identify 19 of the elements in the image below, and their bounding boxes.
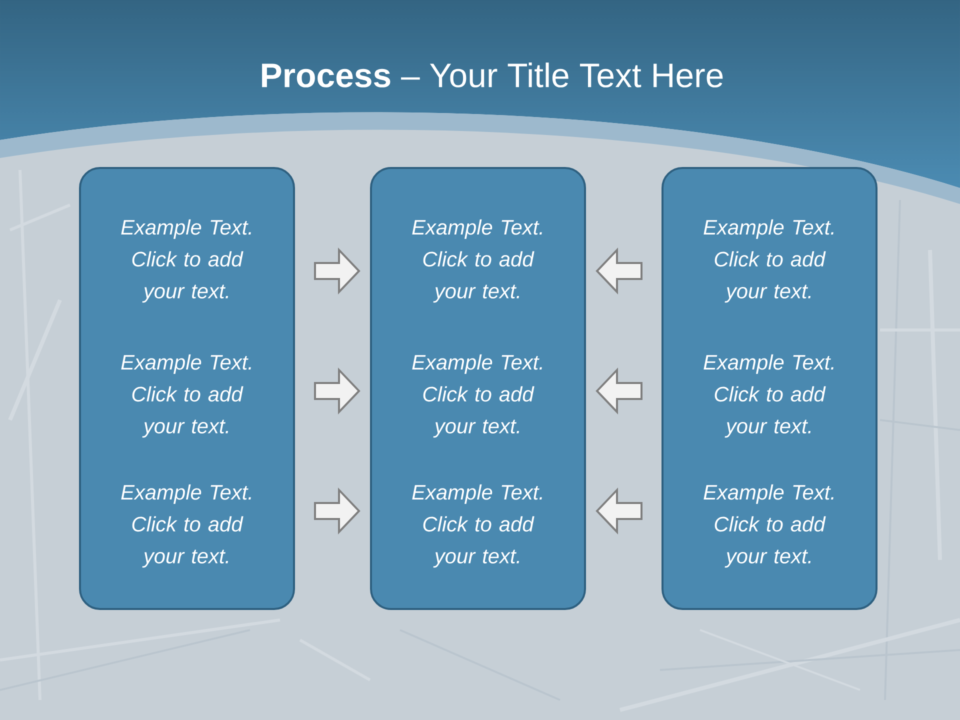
process-box (79, 167, 295, 610)
slide-title: Process – Your Title Text Here (262, 62, 723, 88)
arrow (314, 368, 360, 414)
process-box (662, 167, 878, 610)
box-text: Example Text. Click to add your text. (412, 354, 542, 438)
box-text: Example Text. Click to add your text. (412, 219, 542, 303)
arrow (596, 248, 642, 294)
box-text: Example Text. Click to add your text. (704, 219, 834, 303)
box-text: Example Text. Click to add your text. (412, 484, 542, 568)
box-text: Example Text. Click to add your text. (704, 354, 834, 438)
arrow (314, 488, 360, 534)
box-text: Example Text. Click to add your text. (121, 484, 251, 568)
arrow (596, 488, 642, 534)
arrow (596, 368, 642, 414)
box-text: Example Text. Click to add your text. (704, 484, 834, 568)
box-text: Example Text. Click to add your text. (121, 219, 251, 303)
box-text: Example Text. Click to add your text. (121, 354, 251, 438)
arrow (314, 248, 360, 294)
process-box (370, 167, 586, 610)
